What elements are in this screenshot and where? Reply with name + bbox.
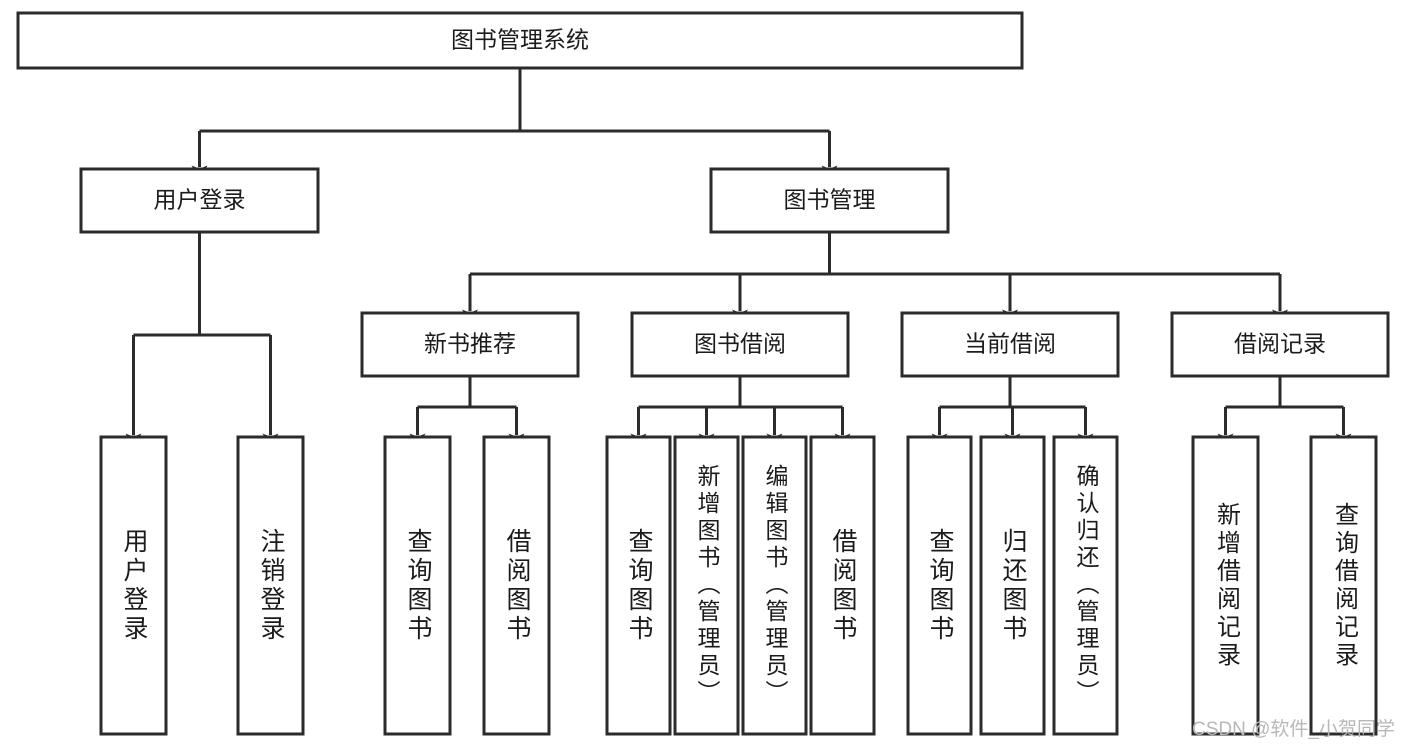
node-box-leaf-edit-book-admin[interactable] bbox=[741, 435, 808, 736]
node-label-current-borrow: 当前借阅 bbox=[964, 331, 1056, 357]
node-label-user-login: 用户登录 bbox=[154, 187, 246, 213]
node-box-book-borrow[interactable] bbox=[630, 311, 850, 378]
node-box-layer bbox=[16, 11, 1390, 736]
connector-layer bbox=[125, 68, 1352, 448]
node-box-leaf-return-book[interactable] bbox=[979, 435, 1046, 736]
node-box-user-login[interactable] bbox=[79, 167, 320, 234]
node-box-leaf-query-book-rec[interactable] bbox=[383, 435, 452, 736]
node-box-leaf-borrow-book-rec[interactable] bbox=[482, 435, 551, 736]
csdn-watermark: CSDN @软件_小贺同学 bbox=[1192, 719, 1395, 740]
node-label-book-borrow: 图书借阅 bbox=[694, 331, 786, 357]
node-label-root: 图书管理系统 bbox=[451, 27, 589, 53]
node-box-leaf-user-login[interactable] bbox=[99, 435, 168, 736]
node-label-book-manage: 图书管理 bbox=[784, 187, 876, 213]
node-box-current-borrow[interactable] bbox=[900, 311, 1120, 378]
node-box-leaf-add-borrow-record[interactable] bbox=[1191, 435, 1260, 736]
node-box-new-book-recommend[interactable] bbox=[360, 311, 580, 378]
node-box-root[interactable] bbox=[16, 11, 1024, 70]
node-label-borrow-record: 借阅记录 bbox=[1234, 331, 1326, 357]
node-box-leaf-confirm-return-admin[interactable] bbox=[1052, 435, 1119, 736]
node-box-leaf-query-borrow-record[interactable] bbox=[1309, 435, 1378, 736]
node-box-leaf-borrow-book[interactable] bbox=[809, 435, 876, 736]
node-label-new-book-recommend: 新书推荐 bbox=[424, 331, 516, 357]
node-box-leaf-query-book-borrow[interactable] bbox=[605, 435, 672, 736]
node-box-book-manage[interactable] bbox=[709, 167, 950, 234]
node-box-borrow-record[interactable] bbox=[1170, 311, 1390, 378]
node-box-leaf-query-book-current[interactable] bbox=[906, 435, 973, 736]
node-box-leaf-logout[interactable] bbox=[236, 435, 305, 736]
node-box-leaf-add-book-admin[interactable] bbox=[673, 435, 740, 736]
